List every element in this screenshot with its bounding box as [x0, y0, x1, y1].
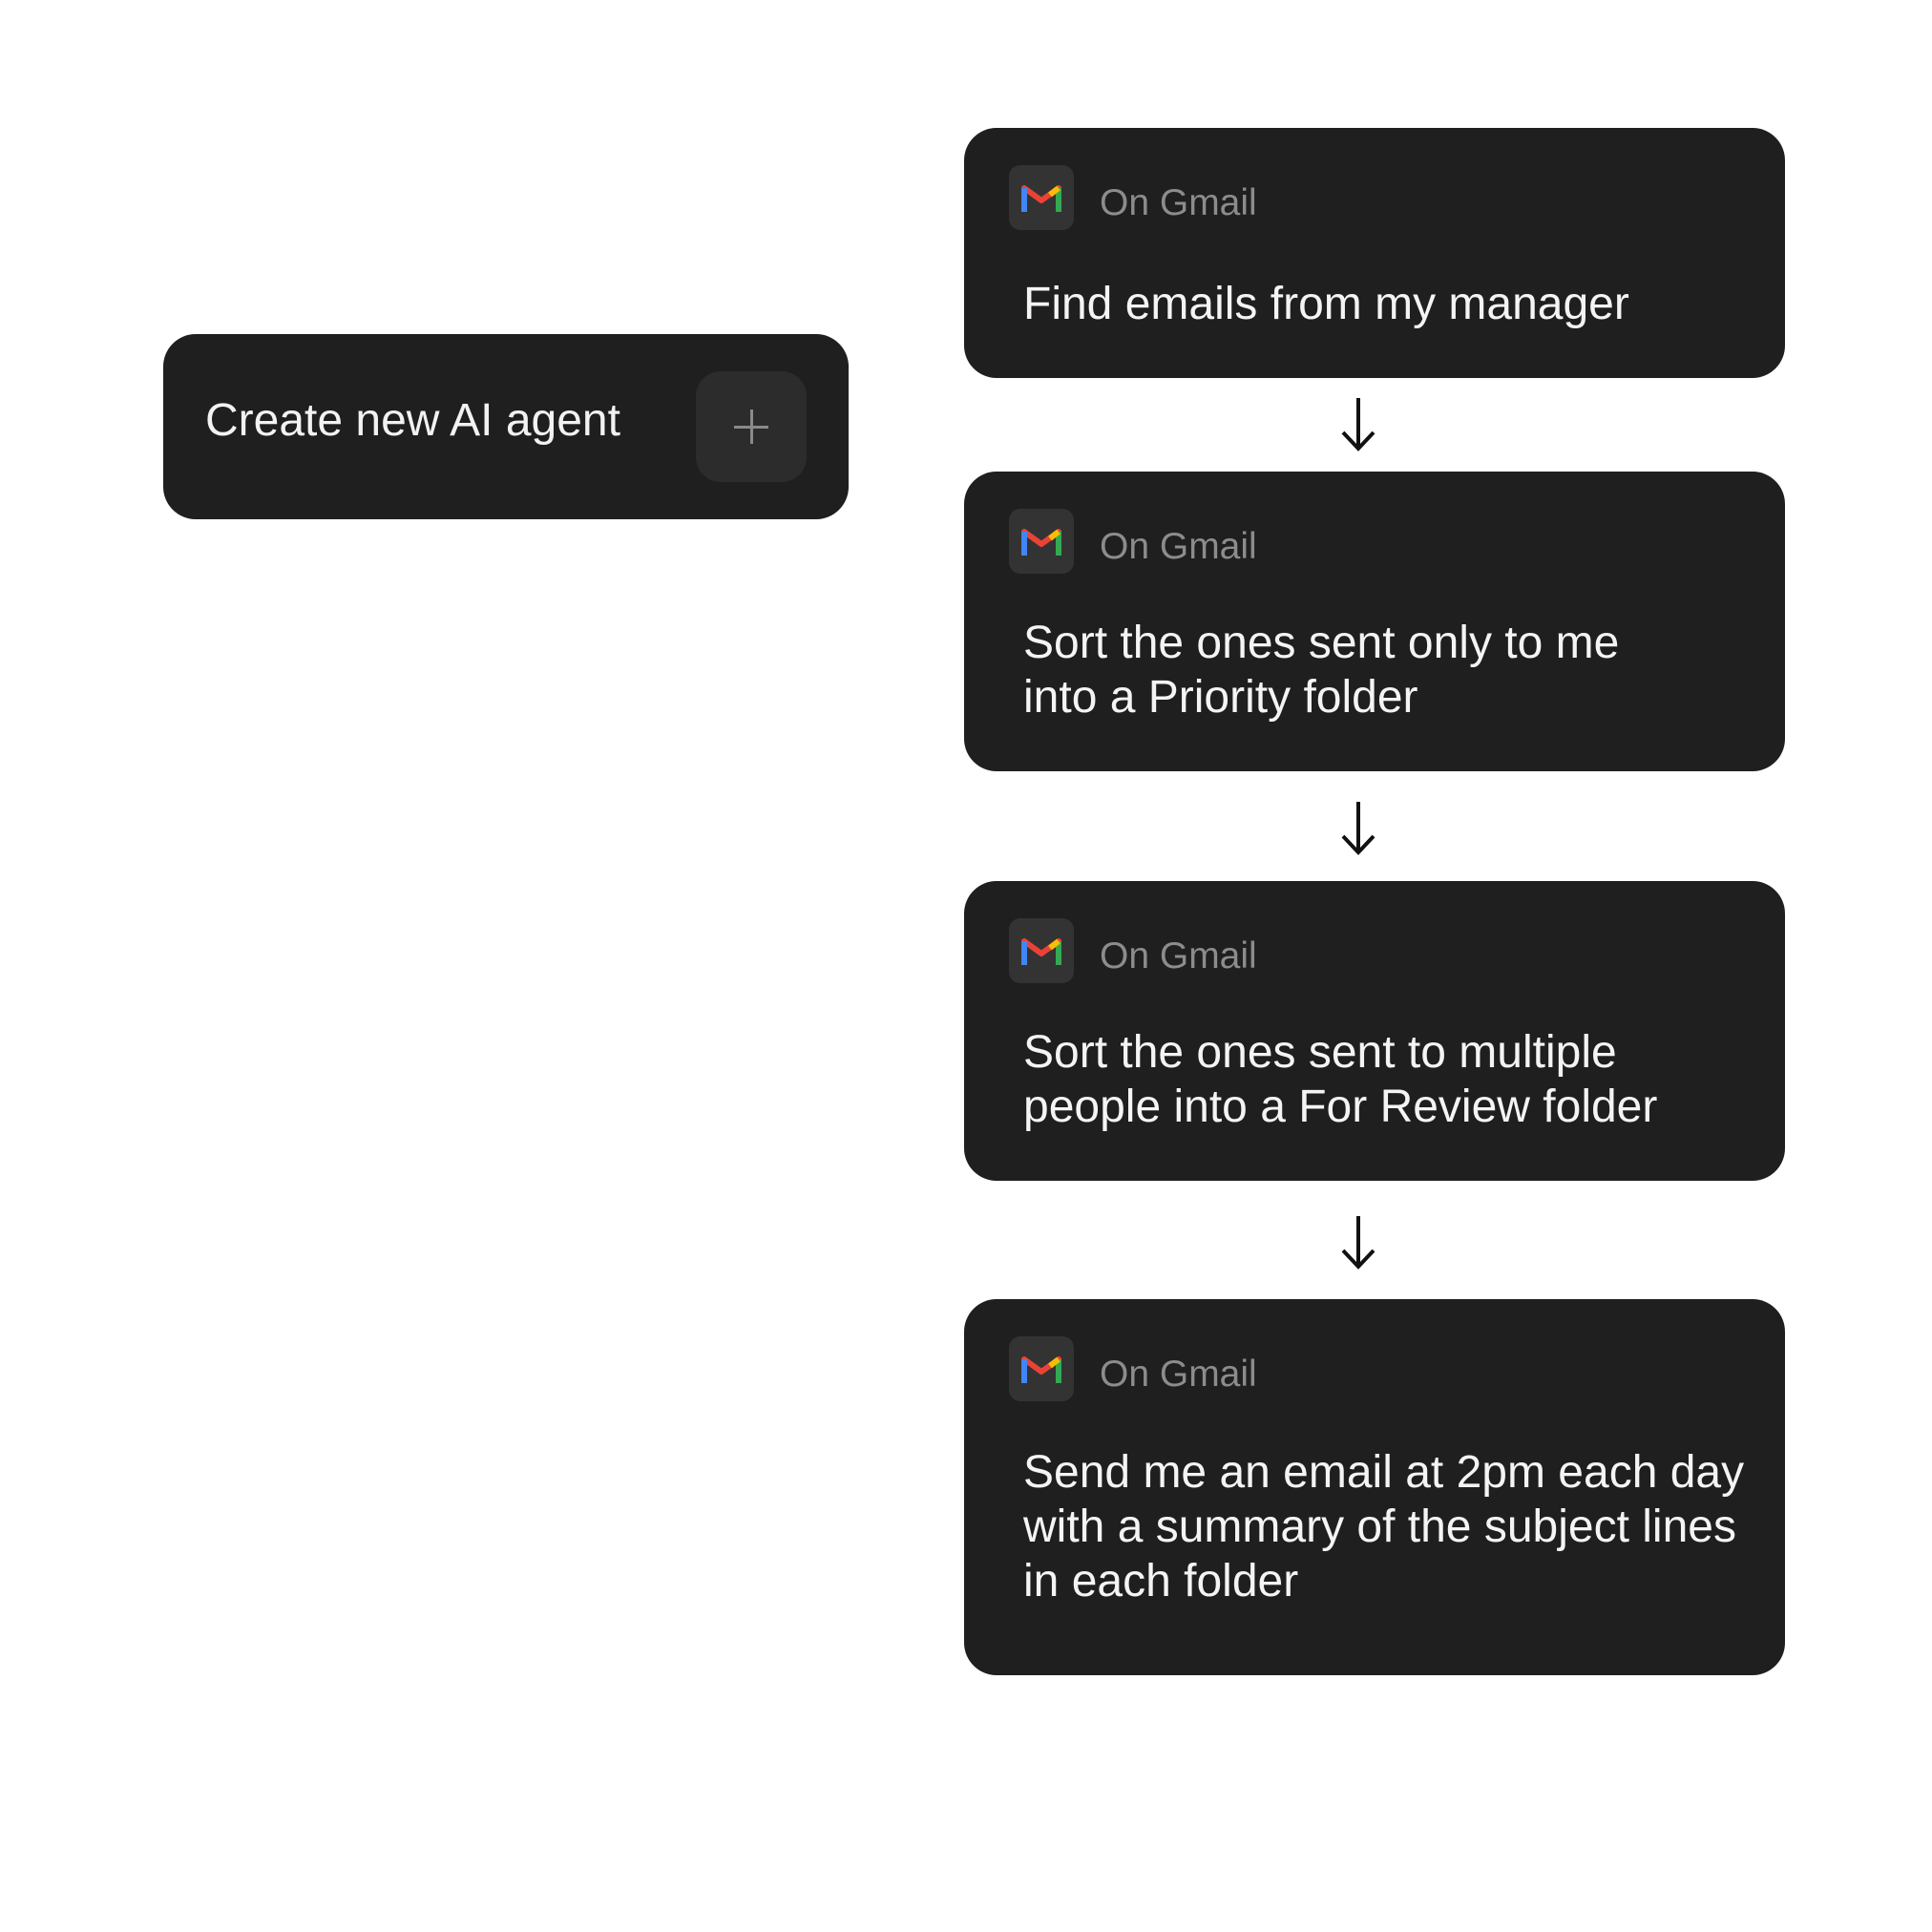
gmail-icon [1009, 165, 1074, 230]
gmail-icon [1009, 918, 1074, 983]
arrow-down-icon [1341, 1216, 1376, 1270]
workflow-step-2[interactable]: On Gmail Sort the ones sent only to me i… [964, 472, 1785, 771]
step-header: On Gmail [1009, 165, 1257, 230]
step-app-label: On Gmail [1100, 1354, 1257, 1395]
step-app-label: On Gmail [1100, 935, 1257, 976]
step-header: On Gmail [1009, 1336, 1257, 1401]
step-description: Send me an email at 2pm each day with a … [1023, 1447, 1745, 1606]
step-app-label: On Gmail [1100, 526, 1257, 567]
step-header: On Gmail [1009, 918, 1257, 983]
step-header: On Gmail [1009, 509, 1257, 574]
plus-icon[interactable] [696, 371, 807, 482]
gmail-icon [1009, 1336, 1074, 1401]
workflow-step-4[interactable]: On Gmail Send me an email at 2pm each da… [964, 1299, 1785, 1675]
step-app-label: On Gmail [1100, 182, 1257, 223]
arrow-down-icon [1341, 398, 1376, 452]
create-agent-label: Create new AI agent [205, 395, 620, 446]
workflow-step-3[interactable]: On Gmail Sort the ones sent to multiple … [964, 881, 1785, 1181]
create-agent-card[interactable]: Create new AI agent [163, 334, 849, 519]
arrow-down-icon [1341, 802, 1376, 855]
gmail-icon [1009, 509, 1074, 574]
step-description: Sort the ones sent to multiple people in… [1023, 1027, 1658, 1132]
workflow-step-1[interactable]: On Gmail Find emails from my manager [964, 128, 1785, 378]
step-description: Sort the ones sent only to me into a Pri… [1023, 618, 1620, 723]
step-description: Find emails from my manager [1023, 279, 1629, 329]
